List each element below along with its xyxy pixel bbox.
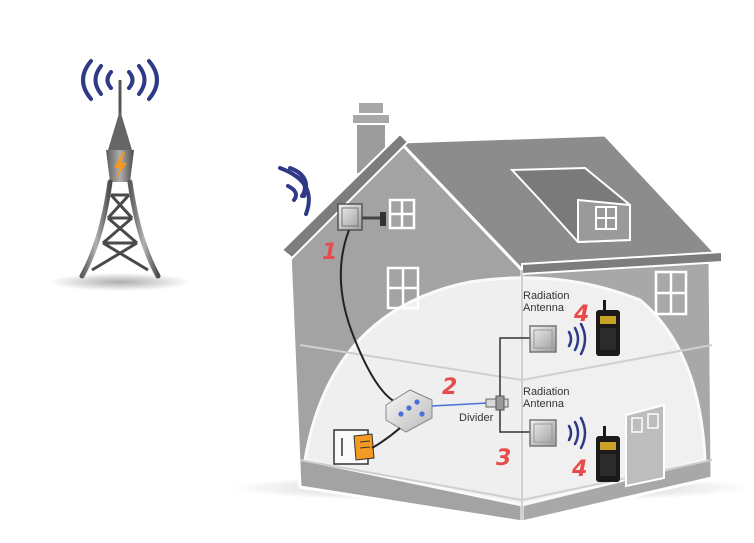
roof-eave-left xyxy=(280,132,410,260)
step-number-2: 2 xyxy=(442,375,458,400)
outdoor-signal-waves-icon xyxy=(278,166,311,216)
cell-tower xyxy=(48,59,192,291)
roof-dormer xyxy=(509,166,631,244)
lightning-icon xyxy=(114,152,127,180)
cable-divider-to-lower-antenna xyxy=(499,410,530,433)
step-number-4-upper: 4 xyxy=(574,302,590,327)
window-right xyxy=(654,270,688,316)
step-number-3: 3 xyxy=(496,446,512,471)
dormer-window xyxy=(595,206,617,230)
tower-braces xyxy=(91,193,149,272)
step-number-1: 1 xyxy=(322,240,338,265)
house xyxy=(230,101,750,524)
label-radiation-antenna-lower: Radiation Antenna xyxy=(523,386,569,410)
indoor-signal-waves-lower-icon xyxy=(567,416,587,450)
signal-booster xyxy=(385,389,433,433)
radio-upper-icon xyxy=(596,300,620,356)
label-radiation-antenna-lower-line2: Antenna xyxy=(523,398,564,410)
tower-lattice xyxy=(79,179,161,279)
label-radiation-antenna-upper: Radiation Antenna xyxy=(523,290,569,314)
cable-divider-to-upper-antenna xyxy=(499,337,530,396)
radio-lower-icon xyxy=(596,426,620,482)
window-upper-left xyxy=(388,198,416,230)
step-number-4-lower: 4 xyxy=(572,457,588,482)
label-radiation-antenna-upper-line2: Antenna xyxy=(523,302,564,314)
door xyxy=(625,403,665,488)
label-radiation-antenna-upper-line1: Radiation xyxy=(523,290,570,302)
tower-signal-waves-icon xyxy=(81,59,159,101)
house-windows xyxy=(386,198,688,316)
cable-antenna-to-booster xyxy=(339,229,396,403)
outdoor-antenna xyxy=(337,203,386,231)
cable-booster-to-divider xyxy=(431,402,489,407)
tower-top-cone xyxy=(108,110,132,150)
indoor-antenna-upper xyxy=(529,325,557,353)
label-divider: Divider xyxy=(459,412,494,424)
power-supply xyxy=(333,427,401,465)
indoor-signal-waves-upper-icon xyxy=(567,322,587,356)
label-radiation-antenna-lower-line1: Radiation xyxy=(523,386,570,398)
window-middle-left xyxy=(386,266,420,310)
tower-shadow xyxy=(48,273,192,291)
indoor-antenna-lower xyxy=(529,419,557,447)
